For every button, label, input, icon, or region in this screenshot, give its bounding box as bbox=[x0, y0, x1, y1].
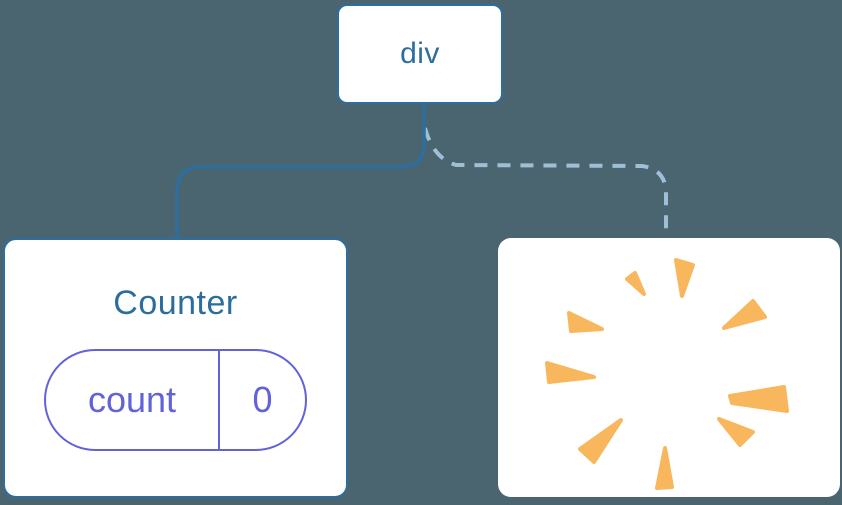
counter-title: Counter bbox=[113, 284, 238, 322]
removed-component-card bbox=[498, 238, 840, 497]
solid-link-line bbox=[175, 103, 426, 240]
dashed-link-line bbox=[423, 127, 668, 240]
root-div-node: div bbox=[337, 4, 503, 104]
poof-burst-icon bbox=[545, 258, 789, 490]
state-key: count bbox=[46, 351, 220, 449]
root-div-label: div bbox=[400, 37, 440, 70]
counter-component-card: Counter count 0 bbox=[3, 238, 348, 498]
state-pill: count 0 bbox=[44, 349, 307, 451]
state-value: 0 bbox=[252, 379, 273, 420]
